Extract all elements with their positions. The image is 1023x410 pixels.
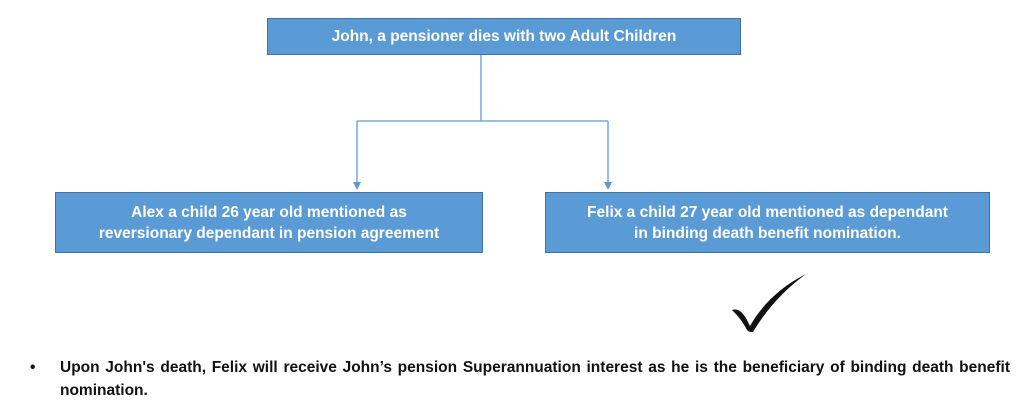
conclusion-bullet: • Upon John's death, Felix will receive … [30,356,1010,402]
child-node-alex: Alex a child 26 year old mentioned as re… [55,192,483,253]
child-node-felix-line2: in binding death benefit nomination. [634,224,901,242]
child-node-felix-line1: Felix a child 27 year old mentioned as d… [587,203,948,221]
child-node-alex-line1: Alex a child 26 year old mentioned as [131,203,407,221]
child-node-felix-text: Felix a child 27 year old mentioned as d… [587,202,948,244]
conclusion-text: Upon John's death, Felix will receive Jo… [60,359,1010,399]
child-node-alex-text: Alex a child 26 year old mentioned as re… [99,202,439,244]
checkmark-icon [732,274,806,332]
root-node-label: John, a pensioner dies with two Adult Ch… [331,28,677,45]
child-node-alex-line2: reversionary dependant in pension agreem… [98,224,440,242]
root-node-john: John, a pensioner dies with two Adult Ch… [267,18,741,55]
child-node-felix: Felix a child 27 year old mentioned as d… [545,192,990,253]
bullet-icon: • [30,359,36,376]
